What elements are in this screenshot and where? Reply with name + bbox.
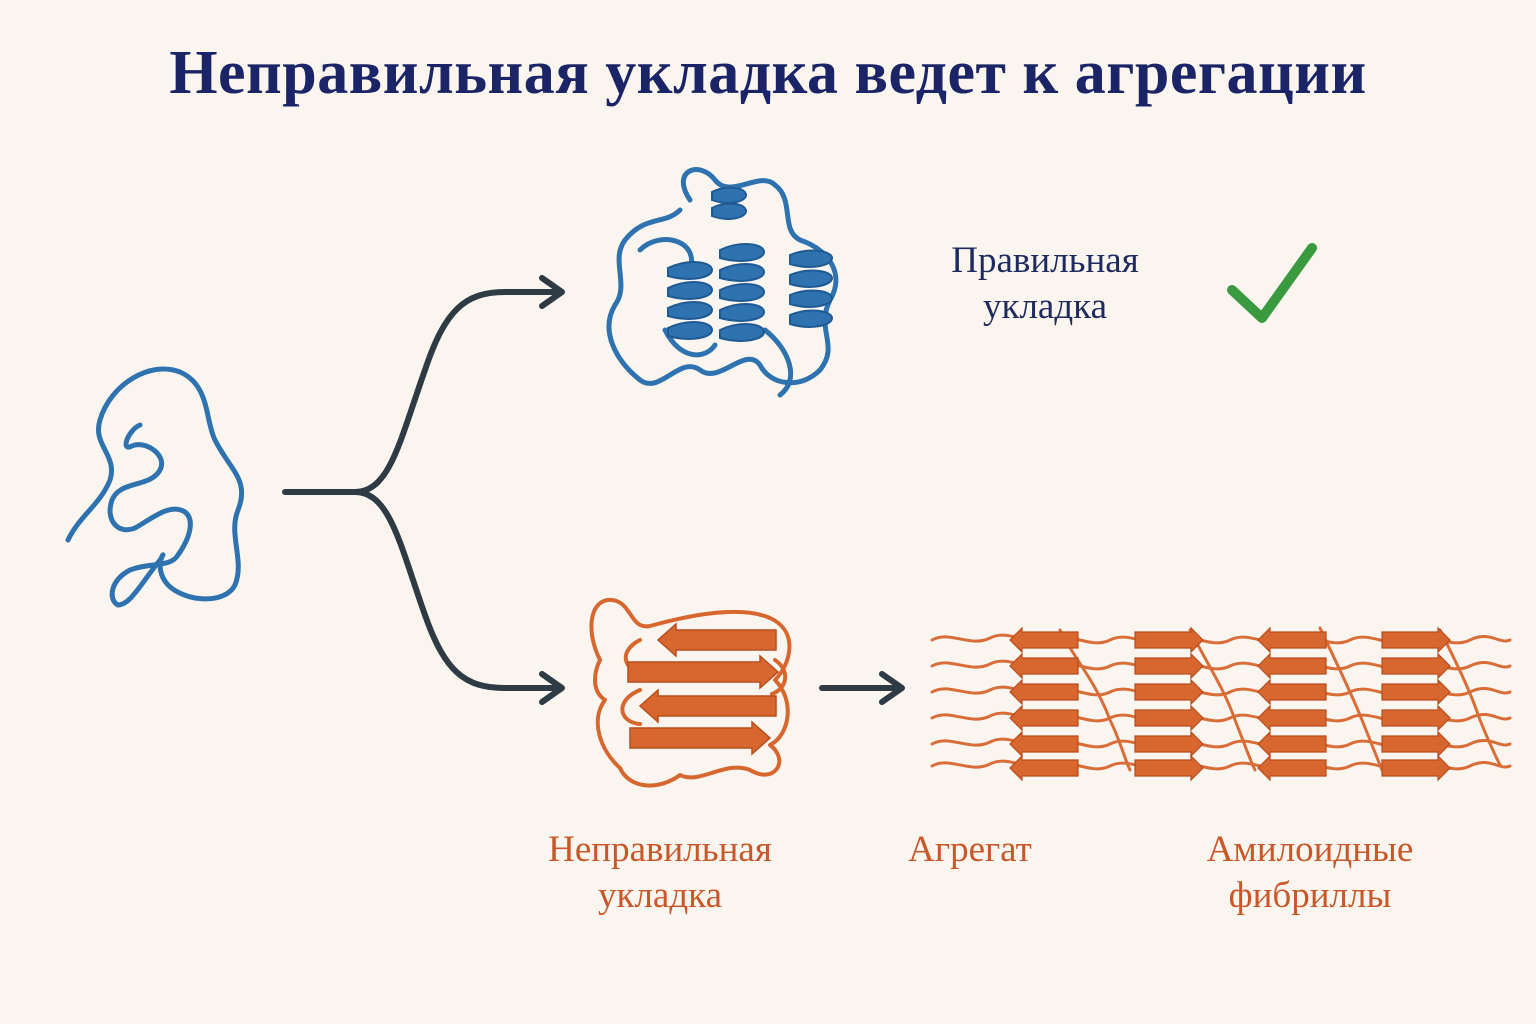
beta-strand-arrow xyxy=(1257,652,1327,680)
beta-strand-arrow xyxy=(1257,626,1327,654)
arrow-head-aggregate xyxy=(879,671,905,705)
beta-strand-arrow xyxy=(1009,754,1079,782)
label-correct-line1: Правильная xyxy=(951,240,1139,281)
beta-strand-arrow xyxy=(1134,704,1204,732)
beta-strand-arrow xyxy=(1009,678,1079,706)
beta-strand-arrow xyxy=(1381,730,1451,758)
beta-strand-arrow xyxy=(1257,678,1327,706)
beta-strand-arrow xyxy=(1009,652,1079,680)
beta-strand-arrow xyxy=(1381,626,1451,654)
label-misfolding: Неправильная укладка xyxy=(500,827,820,919)
beta-strand-arrow xyxy=(1134,652,1204,680)
check-mark-icon xyxy=(1227,243,1317,323)
misfolded-protein xyxy=(589,597,792,788)
label-amyloid-fibrils: Амилоидные фибриллы xyxy=(1170,827,1450,919)
arrow-to-correct-fold xyxy=(282,289,563,495)
beta-strand-arrow xyxy=(1134,626,1204,654)
beta-strand-arrow xyxy=(1381,704,1451,732)
unfolded-protein-chain xyxy=(65,366,245,608)
beta-strand-arrow xyxy=(1009,704,1079,732)
label-correct-folding: Правильная укладка xyxy=(900,238,1190,330)
beta-strand-arrow xyxy=(1381,754,1451,782)
native-folded-protein xyxy=(606,167,839,398)
beta-strand-arrow xyxy=(1009,626,1079,654)
beta-strand-arrow xyxy=(1257,730,1327,758)
beta-strand-arrow xyxy=(1134,754,1204,782)
label-amyloid-line2: фибриллы xyxy=(1228,875,1392,916)
beta-strand-arrow xyxy=(1257,754,1327,782)
page-title: Неправильная укладка ведет к агрегации xyxy=(169,39,1367,107)
beta-strand-arrow xyxy=(1257,704,1327,732)
beta-strand-arrow xyxy=(1381,678,1451,706)
arrow-head-lower xyxy=(539,671,565,705)
branch-arrows xyxy=(282,275,905,705)
arrow-head-upper xyxy=(539,275,565,309)
label-aggregate: Агрегат xyxy=(908,829,1032,870)
beta-strand-arrow xyxy=(1134,678,1204,706)
label-correct-line2: укладка xyxy=(982,286,1108,327)
beta-strand-arrow xyxy=(1009,730,1079,758)
arrow-to-misfold xyxy=(352,489,563,691)
beta-strand-arrow xyxy=(1134,730,1204,758)
beta-strand-arrow xyxy=(1381,652,1451,680)
label-misfold-line1: Неправильная xyxy=(548,829,772,870)
label-amyloid-line1: Амилоидные xyxy=(1206,829,1414,870)
label-misfold-line2: укладка xyxy=(597,875,723,916)
amyloid-fibril xyxy=(930,626,1512,782)
